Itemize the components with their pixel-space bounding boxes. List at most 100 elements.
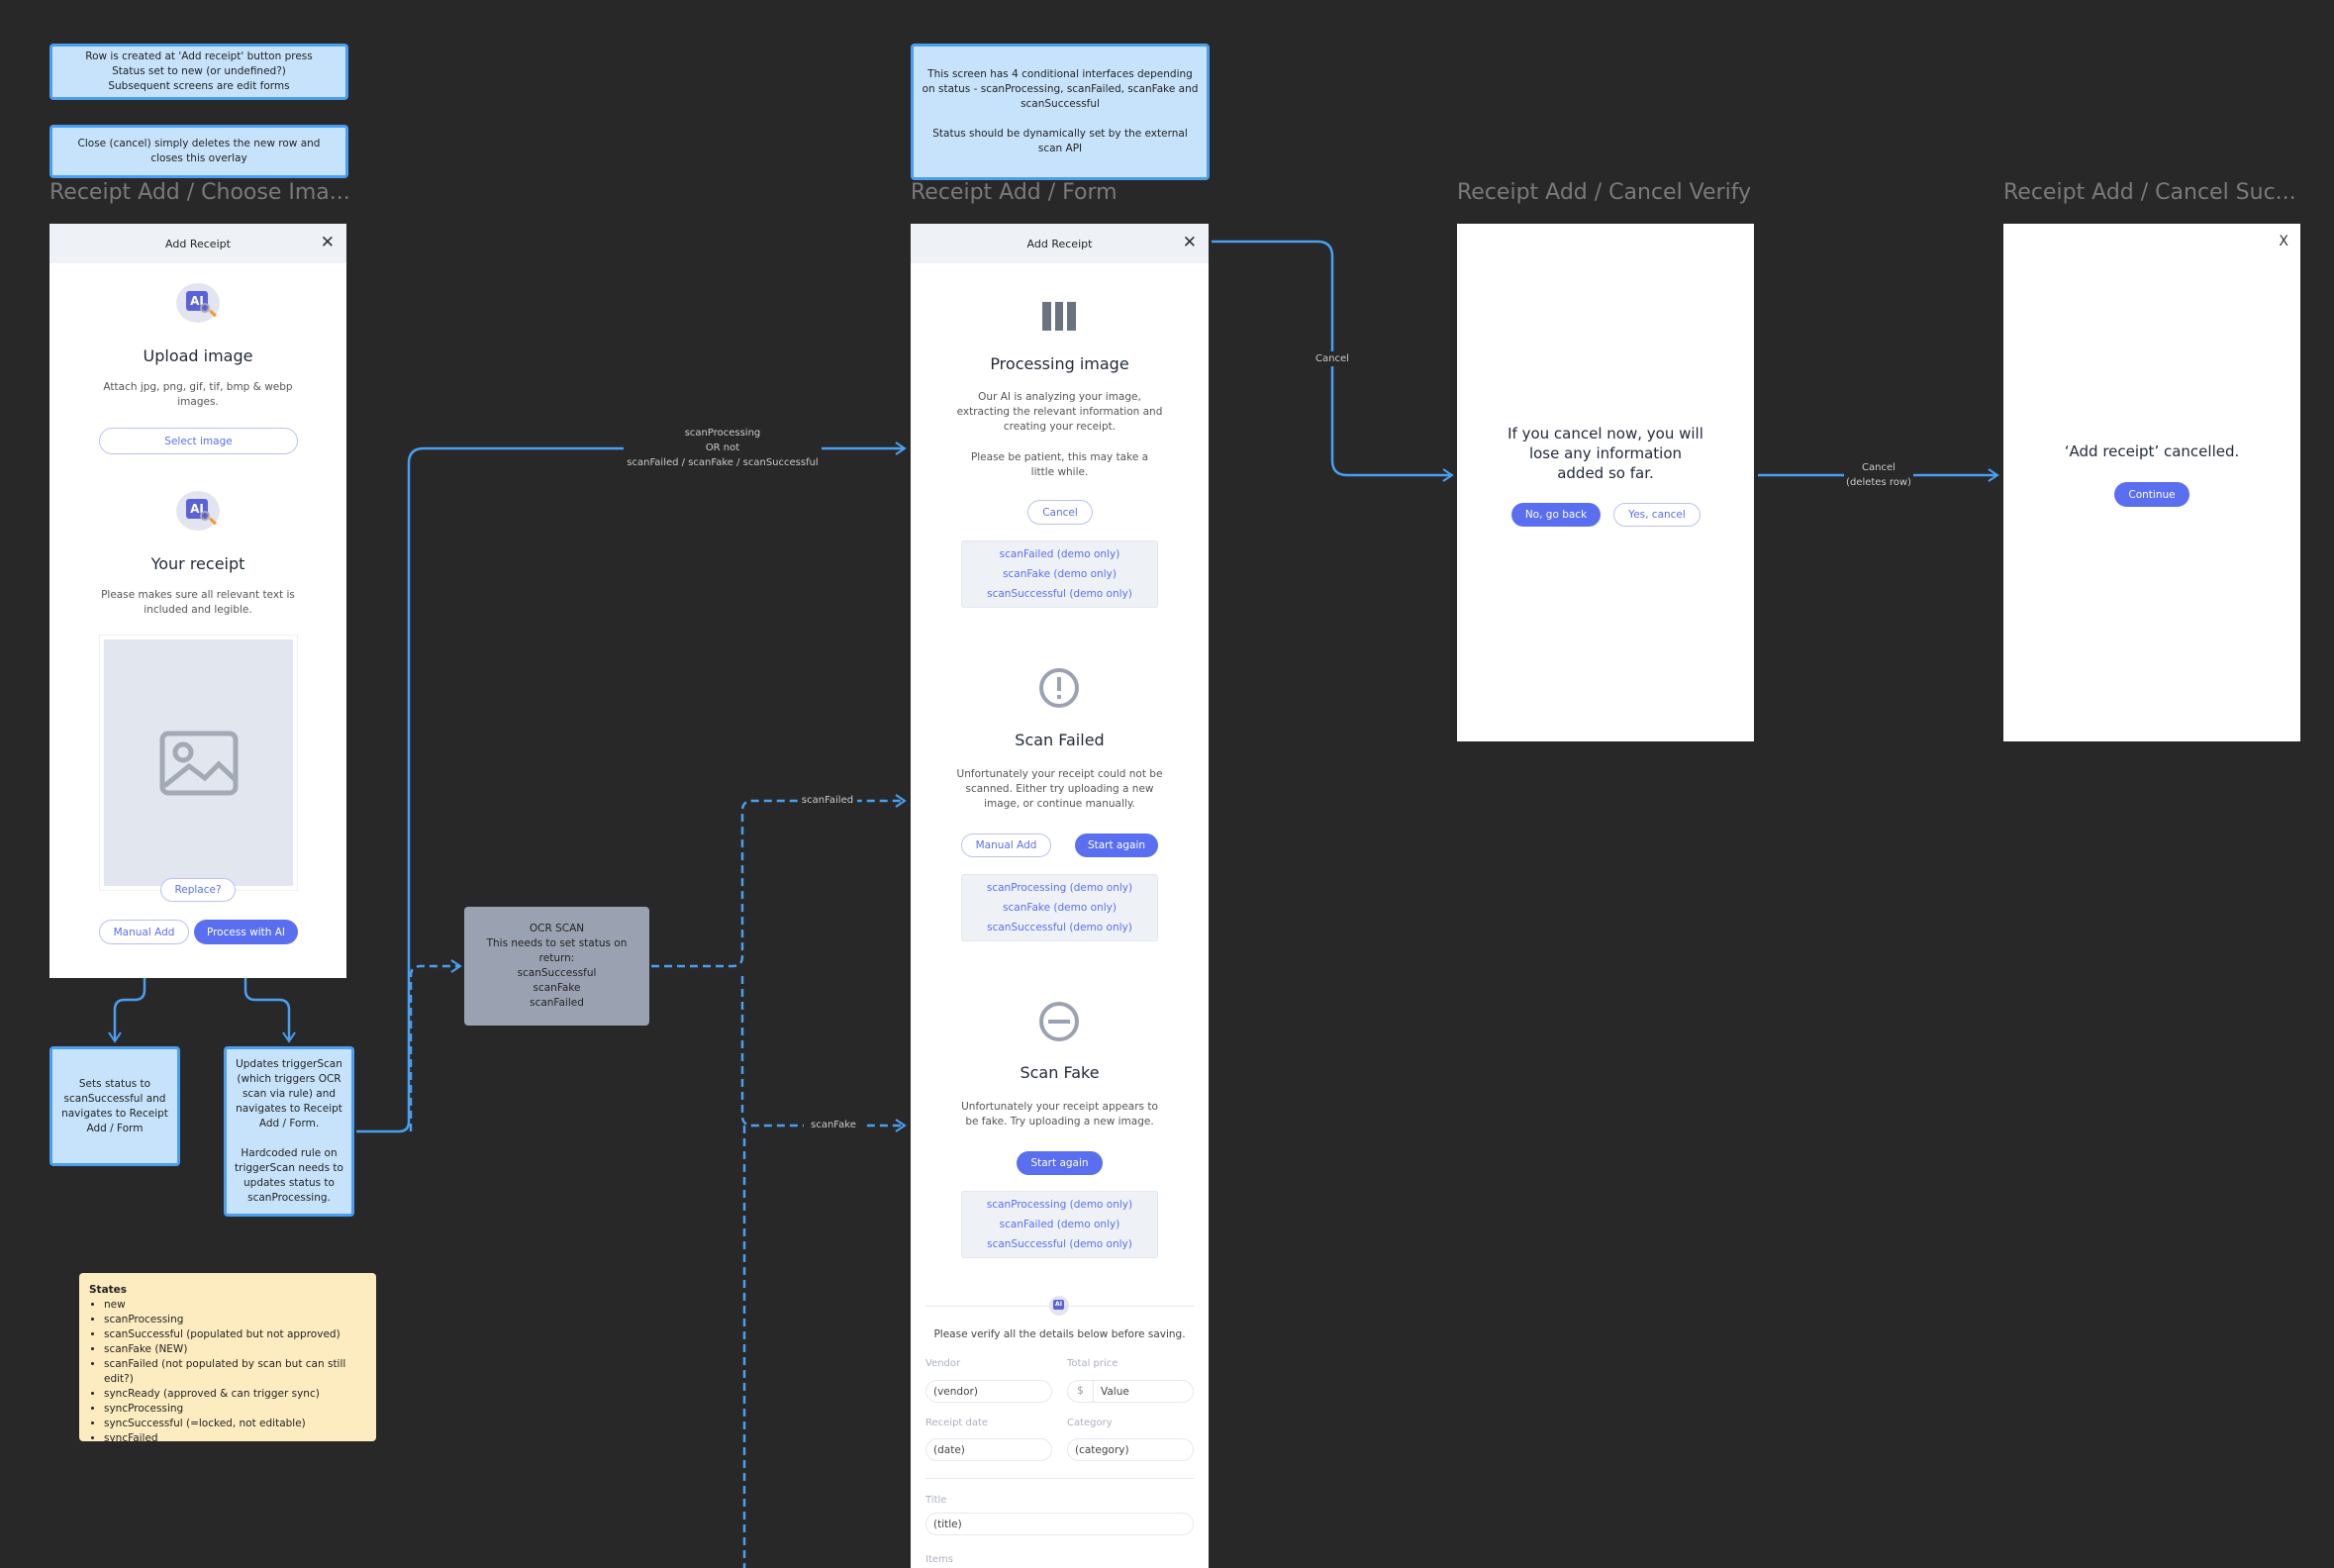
state-item: syncFailed [104,1431,366,1446]
demo-link[interactable]: scanProcessing (demo only) [986,882,1133,894]
demo-link[interactable]: scanFailed (demo only) [999,548,1120,560]
scan-fake-title: Scan Fake [1020,1063,1100,1082]
processing-bars-icon [1042,302,1077,331]
states-note: States newscanProcessingscanSuccessful (… [79,1273,376,1444]
continue-button[interactable]: Continue [2114,482,2189,507]
process-with-ai-button[interactable]: Process with AI [194,920,298,944]
yes-cancel-button[interactable]: Yes, cancel [1613,503,1701,527]
demo-links-failed: scanProcessing (demo only) scanFake (demo… [961,874,1158,941]
note-close-cancel: Close (cancel) simply deletes the new ro… [49,125,348,178]
state-item: syncReady (approved & can trigger sync) [104,1387,366,1402]
demo-link[interactable]: scanFailed (demo only) [999,1219,1120,1230]
state-item: scanFake (NEW) [104,1342,366,1357]
title-input[interactable]: (title) [925,1513,1194,1535]
states-list: newscanProcessingscanSuccessful (populat… [89,1298,366,1446]
date-input[interactable]: (date) [925,1438,1052,1461]
start-again-button[interactable]: Start again [1075,833,1158,857]
ai-scan-icon: AI [176,491,220,531]
cancel-warning-text: If you cancel now, you will lose any inf… [1507,425,1703,482]
state-item: new [104,1298,366,1313]
cancelled-text: ‘Add receipt’ cancelled. [2064,442,2240,460]
upload-title: Upload image [143,346,253,365]
processing-patient-text: Please be patient, this may take a littl… [970,451,1149,478]
category-label: Category [1067,1418,1113,1428]
demo-links-fake: scanProcessing (demo only) scanFailed (de… [961,1191,1158,1258]
vendor-input[interactable]: (vendor) [925,1380,1052,1403]
vendor-label: Vendor [925,1358,961,1369]
price-label: Total price [1067,1358,1118,1369]
price-value: Value [1101,1385,1129,1398]
frame-cancel-verify: If you cancel now, you will lose any inf… [1457,224,1754,741]
label-cancel: Cancel [1308,351,1357,366]
minus-circle-icon [1039,1002,1079,1041]
state-item: scanProcessing [104,1313,366,1327]
demo-link[interactable]: scanSuccessful (demo only) [987,1238,1132,1250]
demo-link[interactable]: scanFake (demo only) [1003,902,1117,914]
demo-link[interactable]: scanProcessing (demo only) [986,1199,1133,1211]
processing-title: Processing image [990,354,1129,373]
label-scan-failed: scanFailed [798,793,857,808]
processing-text: Our AI is analyzing your image, extracti… [956,391,1163,433]
upload-text: Attach jpg, png, gif, tif, bmp & webp im… [103,381,293,408]
currency-prefix: $ [1068,1381,1094,1402]
start-again-button[interactable]: Start again [1017,1151,1103,1175]
close-icon[interactable]: X [2279,234,2288,249]
ocr-scan-box: OCR SCAN This needs to set status on ret… [464,907,649,1026]
modal-title: Add Receipt [1026,237,1093,250]
image-preview [99,635,298,891]
no-go-back-button[interactable]: No, go back [1511,503,1601,527]
date-label: Receipt date [925,1418,989,1428]
note-conditional: This screen has 4 conditional interfaces… [911,44,1210,180]
state-item: scanFailed (not populated by scan but ca… [104,1357,366,1387]
arrow-to-ocr [409,959,462,1131]
note-updates-trigger: Updates triggerScan (which triggers OCR … [224,1046,354,1217]
modal-header: Add Receipt ✕ [911,224,1209,263]
price-input[interactable]: $ Value [1067,1380,1194,1403]
category-input[interactable]: (category) [1067,1438,1194,1461]
frame-title-form: Receipt Add / Form [911,180,1118,205]
arrow-to-form [356,441,907,1133]
frame-title-cancel-success: Receipt Add / Cancel Suc... [2003,180,2296,205]
frame-form: Add Receipt ✕ Processing image Our AI is … [911,224,1209,1568]
arrow-process-ai [243,948,296,1043]
alert-circle-icon [1039,668,1079,708]
manual-add-button[interactable]: Manual Add [961,833,1051,857]
frame-choose-image: Add Receipt✕ AI Upload image Attach jpg,… [49,224,346,978]
image-placeholder-icon [159,731,238,795]
note-sets-status: Sets status to scanSuccessful and naviga… [49,1046,180,1166]
scan-failed-title: Scan Failed [1015,731,1105,749]
frame-title-choose: Receipt Add / Choose Ima... [49,180,350,205]
manual-add-button[interactable]: Manual Add [99,920,189,944]
state-item: scanSuccessful (populated but not approv… [104,1327,366,1342]
state-item: syncProcessing [104,1402,366,1417]
demo-links-processing: scanFailed (demo only) scanFake (demo onl… [961,540,1158,608]
state-item: syncSuccessful (=locked, not editable) [104,1417,366,1431]
note-row-created: Row is created at 'Add receipt' button p… [49,44,348,100]
arrow-scan-fake [740,976,907,1132]
demo-link[interactable]: scanFake (demo only) [1003,568,1117,580]
ai-scan-icon-small: AI [1049,1296,1069,1316]
demo-link[interactable]: scanSuccessful (demo only) [987,588,1132,600]
states-title: States [89,1284,128,1296]
close-icon[interactable]: ✕ [320,233,335,252]
receipt-text: Please makes sure all relevant text is i… [101,589,295,616]
cancel-button[interactable]: Cancel [1027,500,1093,525]
label-scan-fake: scanFake [804,1118,863,1132]
items-label: Items [925,1554,953,1565]
replace-button[interactable]: Replace? [160,878,236,902]
arrow-scan-failed [651,794,907,968]
close-icon[interactable]: ✕ [1182,233,1197,252]
ai-scan-icon: AI [176,283,220,323]
scan-fake-text: Unfortunately your receipt appears to be… [961,1101,1158,1127]
frame-cancel-success: X ‘Add receipt’ cancelled. Continue [2003,224,2300,741]
select-image-button[interactable]: Select image [99,428,298,454]
scan-failed-text: Unfortunately your receipt could not be … [956,768,1163,810]
divider [925,1478,1194,1479]
receipt-title: Your receipt [150,554,245,573]
demo-link[interactable]: scanSuccessful (demo only) [987,922,1132,933]
title-label: Title [925,1495,947,1506]
verify-text: Please verify all the details below befo… [933,1328,1186,1340]
modal-header: Add Receipt✕ [49,224,346,263]
label-to-form: scanProcessing OR not scanFailed / scanF… [624,426,822,470]
arrow-manual-add [108,948,146,1043]
